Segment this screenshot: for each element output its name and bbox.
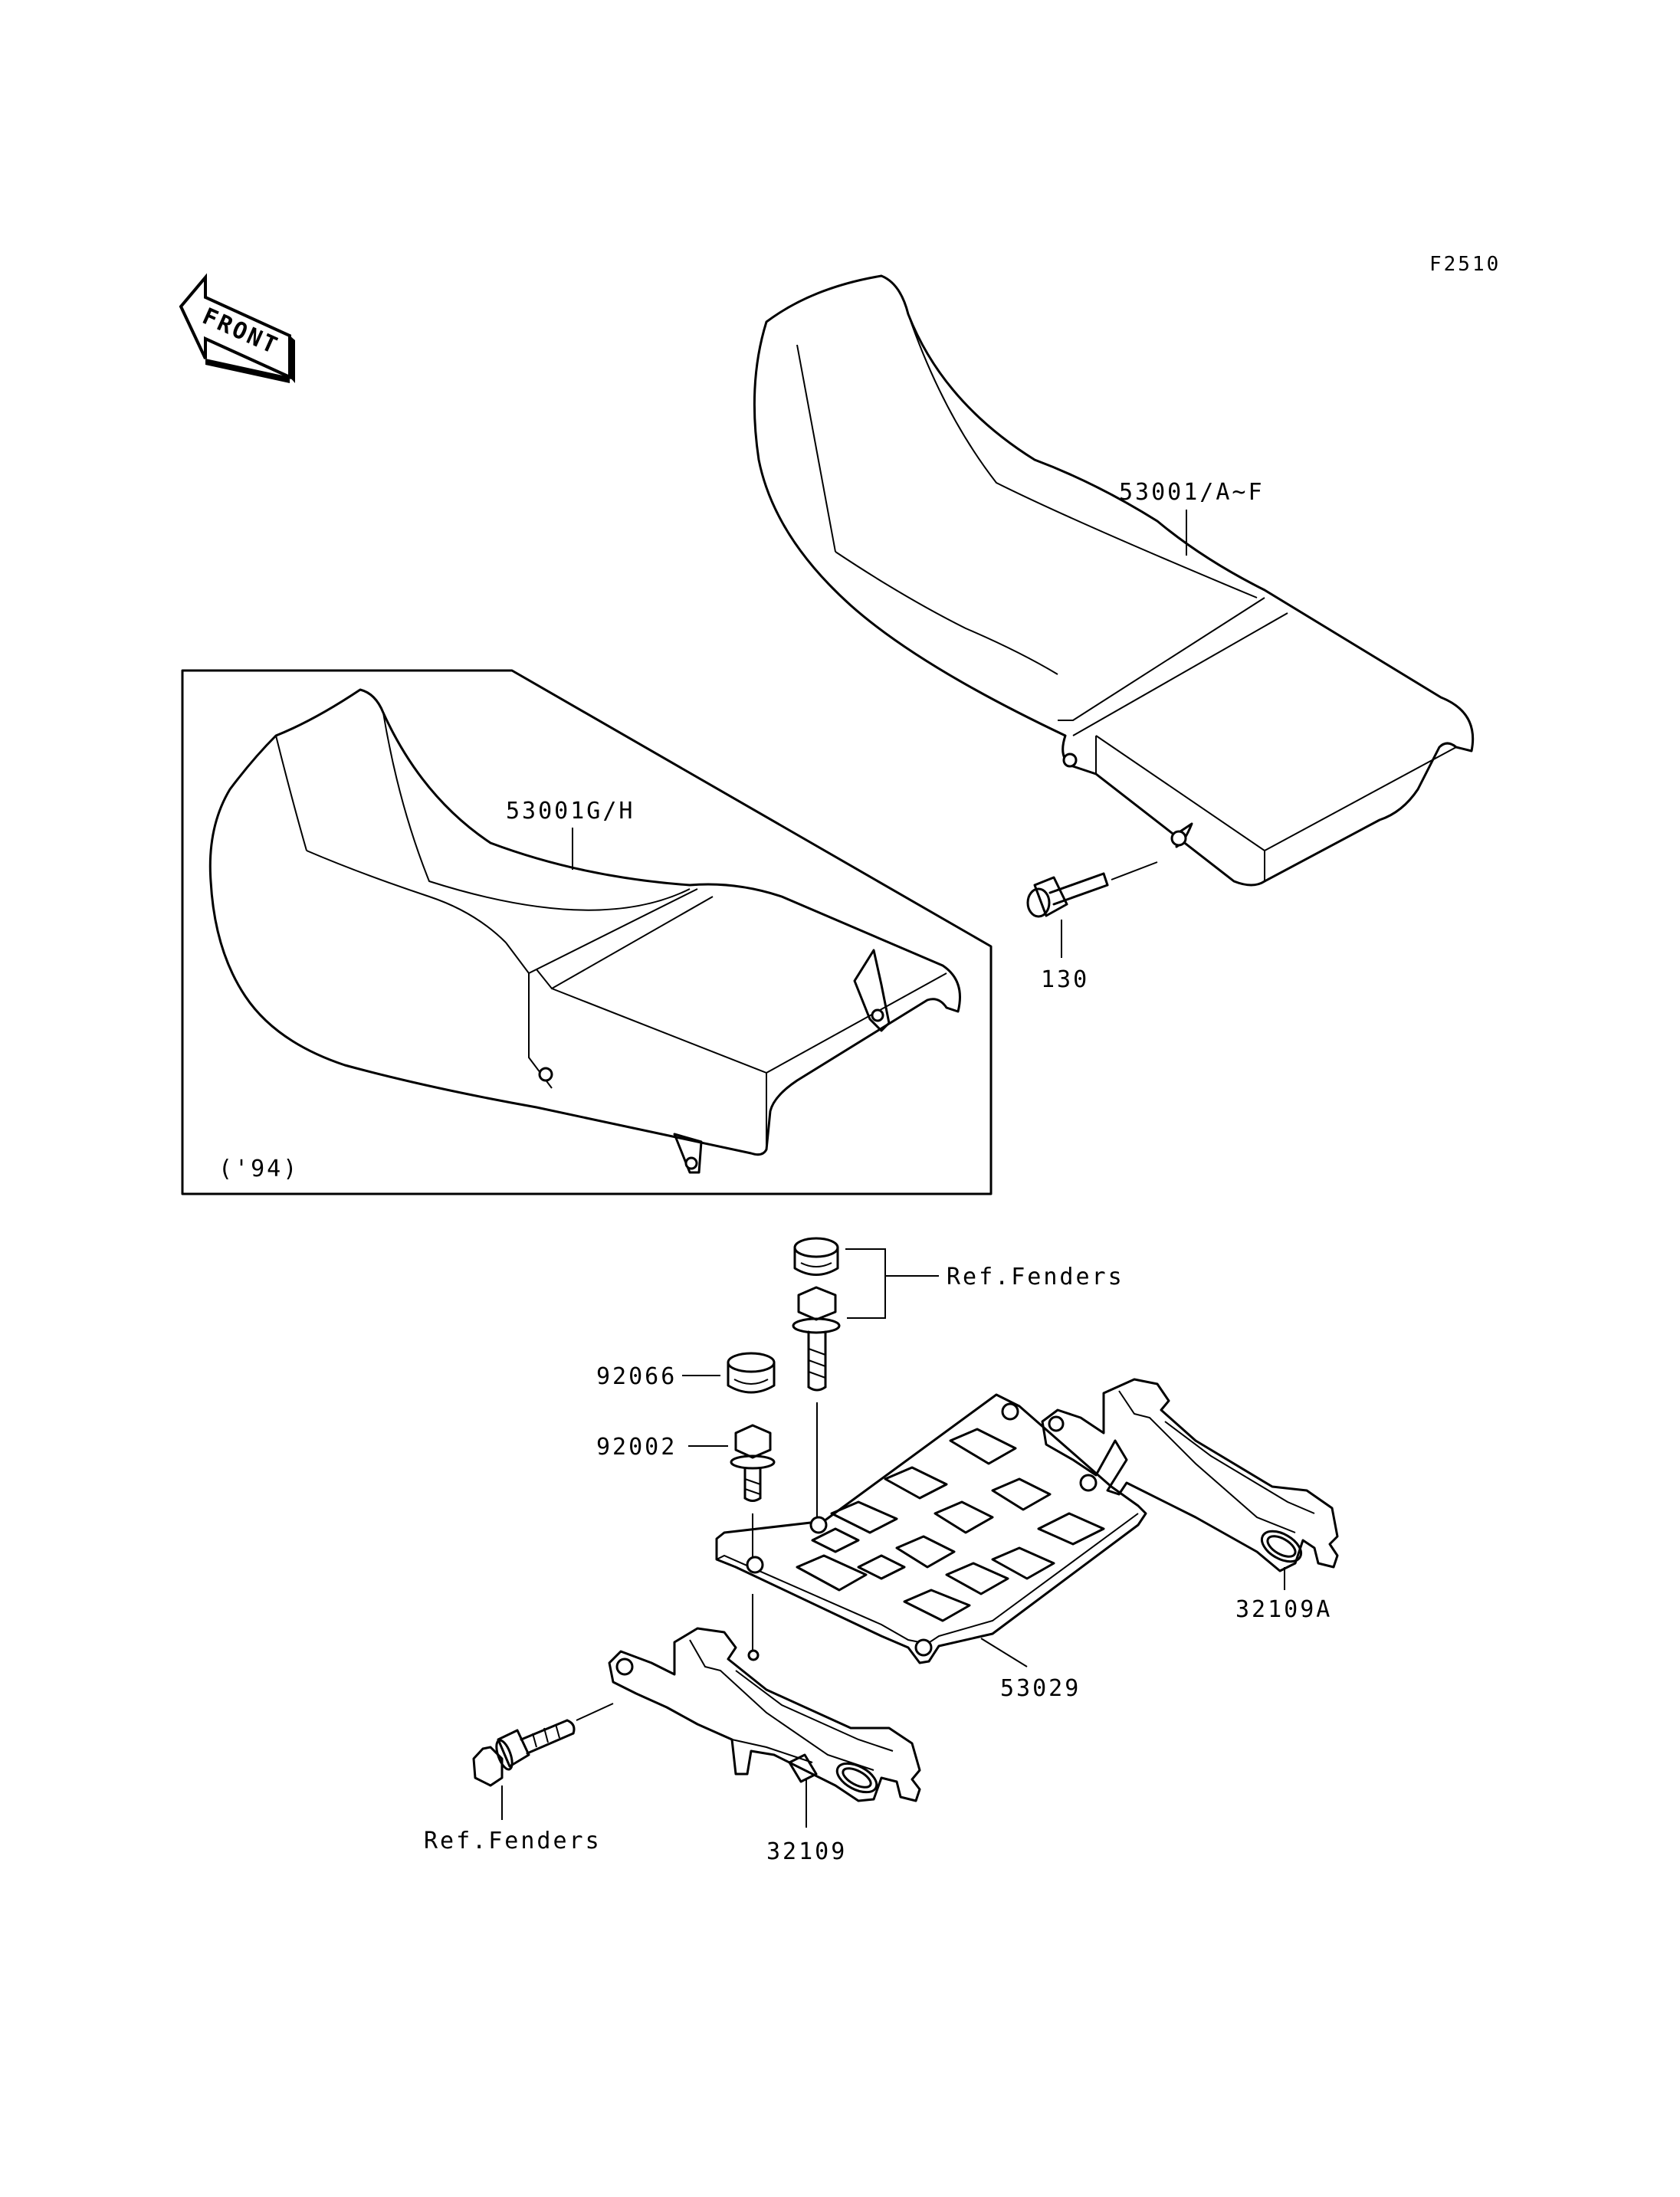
bracket-ref-fenders-top bbox=[845, 1248, 939, 1319]
label-ref-fenders-bottom: Ref.Fenders bbox=[424, 1828, 602, 1854]
leader-bolt-130-line bbox=[1111, 861, 1158, 880]
inset-box-94 bbox=[181, 669, 993, 1195]
bolt-92002 bbox=[730, 1424, 776, 1502]
seat-main-mount-hole bbox=[1062, 753, 1078, 768]
seat-94-mount-hole bbox=[538, 1067, 553, 1082]
bracket-32109 bbox=[608, 1627, 921, 1802]
label-ref-fenders-top: Ref.Fenders bbox=[947, 1264, 1124, 1290]
plate-53029 bbox=[715, 1393, 1147, 1664]
label-32109: 32109 bbox=[766, 1838, 847, 1865]
label-53029: 53029 bbox=[1000, 1675, 1081, 1702]
label-130: 130 bbox=[1041, 966, 1089, 993]
leader-bottom-bolt-line bbox=[576, 1703, 614, 1721]
seat-main bbox=[753, 274, 1475, 887]
label-92002: 92002 bbox=[596, 1434, 677, 1461]
cap-92066 bbox=[727, 1352, 776, 1394]
diagram-code: F2510 bbox=[1429, 253, 1501, 276]
label-53001-a-f: 53001/A~F bbox=[1119, 479, 1265, 506]
label-32109a: 32109A bbox=[1235, 1596, 1332, 1623]
label-92066: 92066 bbox=[596, 1363, 677, 1390]
label-inset-year: ('94) bbox=[218, 1156, 299, 1182]
seat-main-mount-hole-lower bbox=[1170, 830, 1187, 847]
bottom-bolt bbox=[472, 1719, 576, 1787]
seat-94 bbox=[208, 688, 961, 1174]
top-cap bbox=[793, 1237, 839, 1276]
label-53001g-h: 53001G/H bbox=[506, 798, 635, 825]
front-direction-arrow-icon: FRONT bbox=[179, 273, 295, 383]
leader-53029 bbox=[980, 1638, 1028, 1667]
top-bolt bbox=[792, 1286, 841, 1392]
bracket-32109a bbox=[1041, 1378, 1339, 1572]
bolt-130 bbox=[1026, 872, 1109, 918]
